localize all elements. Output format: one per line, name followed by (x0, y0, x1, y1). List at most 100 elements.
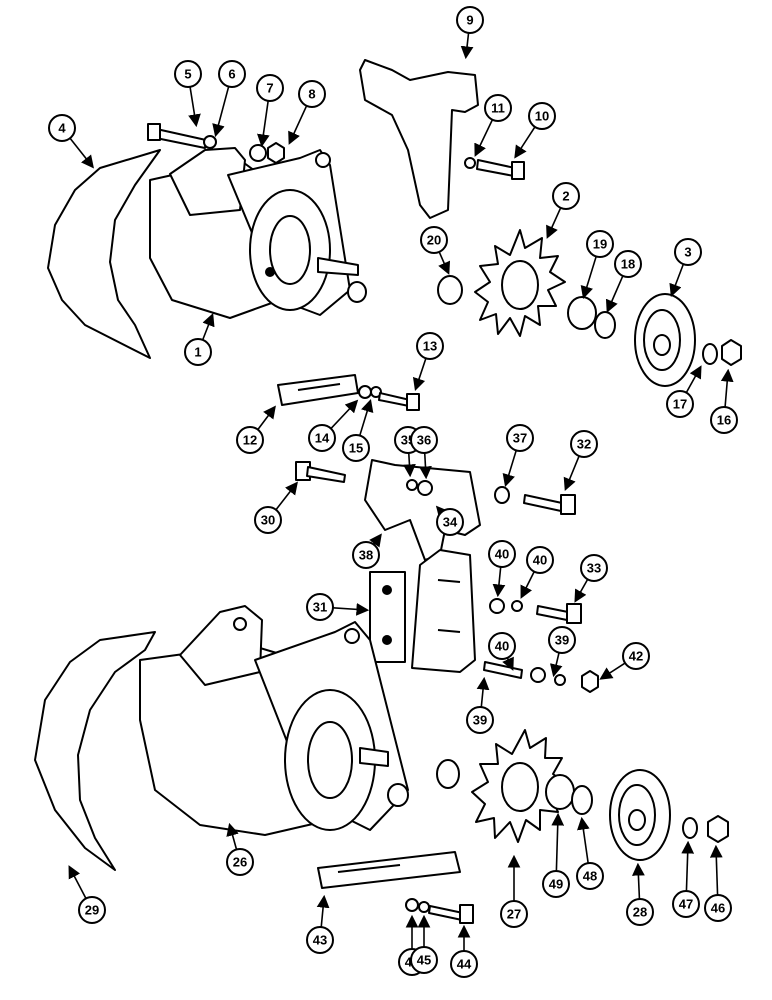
callout-number: 28 (633, 905, 647, 920)
leader-line-10 (514, 126, 536, 159)
callout-circle (526, 546, 554, 574)
callout-number: 26 (233, 855, 247, 870)
callout-number: 38 (359, 548, 373, 563)
callout-number: 11 (491, 101, 505, 116)
callout-circle (174, 60, 202, 88)
callout-circle (226, 848, 254, 876)
callout-37: 37 (506, 424, 534, 452)
callout-circle (576, 862, 604, 890)
stud-38 (483, 661, 523, 679)
leader-line-1 (201, 313, 215, 341)
callout-30: 30 (254, 506, 282, 534)
leader-line-46 (709, 844, 723, 896)
callout-27: 27 (500, 900, 528, 928)
washer-14 (358, 385, 372, 399)
bolt-37 (536, 603, 582, 624)
washer-40a (489, 598, 505, 614)
callout-circle (218, 60, 246, 88)
callout-number: 40 (495, 547, 509, 562)
callout-circle (626, 898, 654, 926)
callout-circle (500, 900, 528, 928)
leader-line-29 (68, 865, 87, 899)
leader-line-43 (316, 894, 330, 928)
callout-circle (552, 182, 580, 210)
nut-16 (721, 339, 742, 366)
callout-number: 12 (243, 433, 257, 448)
leader-line-47 (681, 840, 695, 892)
callout-47: 47 (672, 890, 700, 918)
washer-48 (545, 774, 575, 810)
callout-circle (484, 94, 512, 122)
callout-circle (236, 426, 264, 454)
callout-number: 5 (184, 67, 191, 82)
leader-line-48 (577, 816, 590, 864)
leader-line-5 (188, 86, 201, 128)
callout-39: 39 (466, 706, 494, 734)
callout-circle (256, 74, 284, 102)
leader-line-8 (288, 105, 308, 145)
callout-49: 49 (542, 870, 570, 898)
leader-line-49 (551, 812, 565, 872)
callout-number: 14 (315, 431, 330, 446)
spacer-47 (571, 785, 593, 815)
callout-leaders (68, 32, 734, 951)
callout-circle (410, 946, 438, 974)
callout-circle (450, 950, 478, 978)
washer-15 (370, 386, 382, 398)
washer-44 (418, 901, 430, 913)
washer-40c (405, 898, 419, 912)
leader-line-6 (212, 86, 230, 138)
callout-circle (614, 250, 642, 278)
callout-circle (456, 6, 484, 34)
callout-number: 9 (466, 13, 473, 28)
callout-circle (528, 102, 556, 130)
alternator-upper (149, 147, 367, 319)
callout-number: 7 (266, 81, 273, 96)
leader-line-14 (330, 399, 359, 430)
callout-40: 40 (488, 632, 516, 660)
bolt-13 (378, 392, 420, 411)
fan-27 (471, 729, 569, 843)
callout-17: 17 (666, 390, 694, 418)
leader-line-4 (69, 137, 94, 169)
callout-31: 31 (306, 593, 334, 621)
callout-circle (308, 424, 336, 452)
bolt-43 (428, 904, 474, 924)
bolt-32 (523, 494, 576, 515)
nut-8 (267, 142, 285, 164)
callout-number: 40 (495, 639, 509, 654)
callout-circle (298, 80, 326, 108)
callout-40: 40 (526, 546, 554, 574)
callout-circle (672, 890, 700, 918)
callout-number: 45 (417, 953, 431, 968)
washer-19 (567, 296, 597, 330)
callout-number: 43 (313, 933, 327, 948)
adjusting-link-42 (317, 851, 461, 889)
leader-line-30 (275, 481, 298, 511)
leader-line-7 (257, 100, 270, 148)
callout-circle (506, 424, 534, 452)
callout-circle (254, 506, 282, 534)
callout-33: 33 (580, 554, 608, 582)
leader-line-37 (502, 450, 517, 488)
leader-line-36 (419, 452, 432, 480)
callout-circle (48, 114, 76, 142)
callout-number: 39 (555, 633, 569, 648)
callout-39: 39 (548, 626, 576, 654)
spacer-18 (594, 311, 616, 339)
washer-33 (406, 479, 418, 491)
spacer-49 (436, 759, 460, 789)
callout-number: 34 (443, 515, 458, 530)
bracket-36 (364, 459, 481, 561)
leader-line-19 (580, 256, 597, 300)
callout-number: 27 (507, 907, 521, 922)
callout-1: 1 (184, 338, 212, 366)
callout-40: 40 (488, 540, 516, 568)
callout-number: 39 (473, 713, 487, 728)
callout-number: 15 (349, 441, 363, 456)
adjusting-link-12 (277, 374, 359, 406)
leader-line-40 (492, 566, 506, 598)
callout-2: 2 (552, 182, 580, 210)
